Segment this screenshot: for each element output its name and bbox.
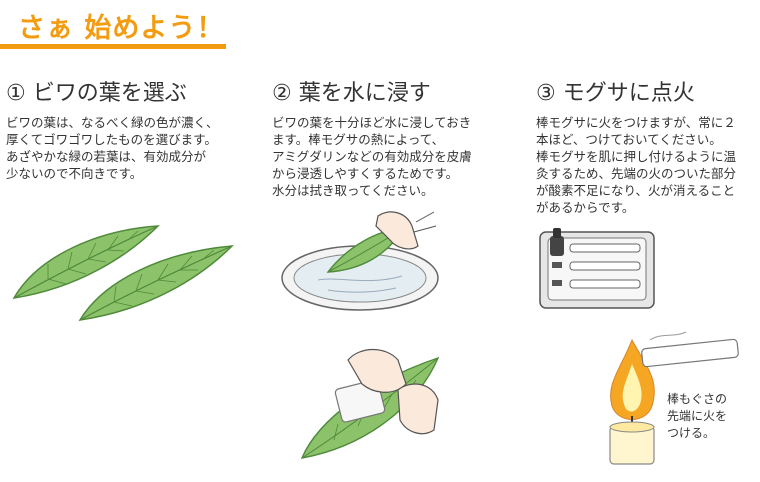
moxa-stick	[569, 279, 641, 289]
step-2-title: ② 葉を水に浸す	[272, 81, 431, 106]
step-3-body: 棒モグサに火をつけますが、常に２ 本ほど、つけておいてください。 棒モグサを肌に…	[536, 115, 737, 215]
step-2-body: ビワの葉を十分ほど水に浸しておき ます。棒モグサの熱によって、 アミグダリンなど…	[272, 115, 472, 198]
candle-flame-illustration	[609, 331, 739, 465]
step-1-body: ビワの葉は、なるべく緑の色が濃く、 厚くてゴワゴワしたものを選びます。 あざやか…	[6, 115, 219, 181]
loquat-leaves-illustration	[12, 225, 234, 321]
wipe-leaf-illustration	[300, 348, 440, 459]
moxa-stick	[569, 261, 641, 271]
illustration-caption: 棒もぐさの 先端に火を つける。	[667, 392, 728, 440]
step-3-section: ③ モグサに点火 棒モグサに火をつけますが、常に２ 本ほど、つけておいてください…	[536, 80, 758, 216]
soak-leaf-illustration	[281, 211, 439, 311]
hand-icon	[347, 348, 407, 393]
step-2-section: ② 葉を水に浸す ビワの葉を十分ほど水に浸しておき ます。棒モグサの熱によって、…	[272, 80, 508, 199]
leaf-icon	[12, 225, 160, 299]
header-title: さぁ 始めよう！	[18, 13, 225, 44]
leaf-icon	[78, 245, 234, 321]
hand-icon	[397, 383, 439, 435]
step-3-title: ③ モグサに点火	[536, 81, 695, 106]
moxa-stick	[641, 338, 739, 368]
extinguisher-cap	[550, 236, 564, 256]
hand-icon	[375, 211, 419, 250]
header-underline	[0, 44, 226, 49]
moxa-holder-illustration	[539, 228, 655, 309]
step-1-title: ① ビワの葉を選ぶ	[6, 81, 187, 106]
moxa-stick	[569, 243, 641, 253]
step-1-section: ① ビワの葉を選ぶ ビワの葉は、なるべく緑の色が濃く、 厚くてゴワゴワしたものを…	[6, 80, 256, 182]
